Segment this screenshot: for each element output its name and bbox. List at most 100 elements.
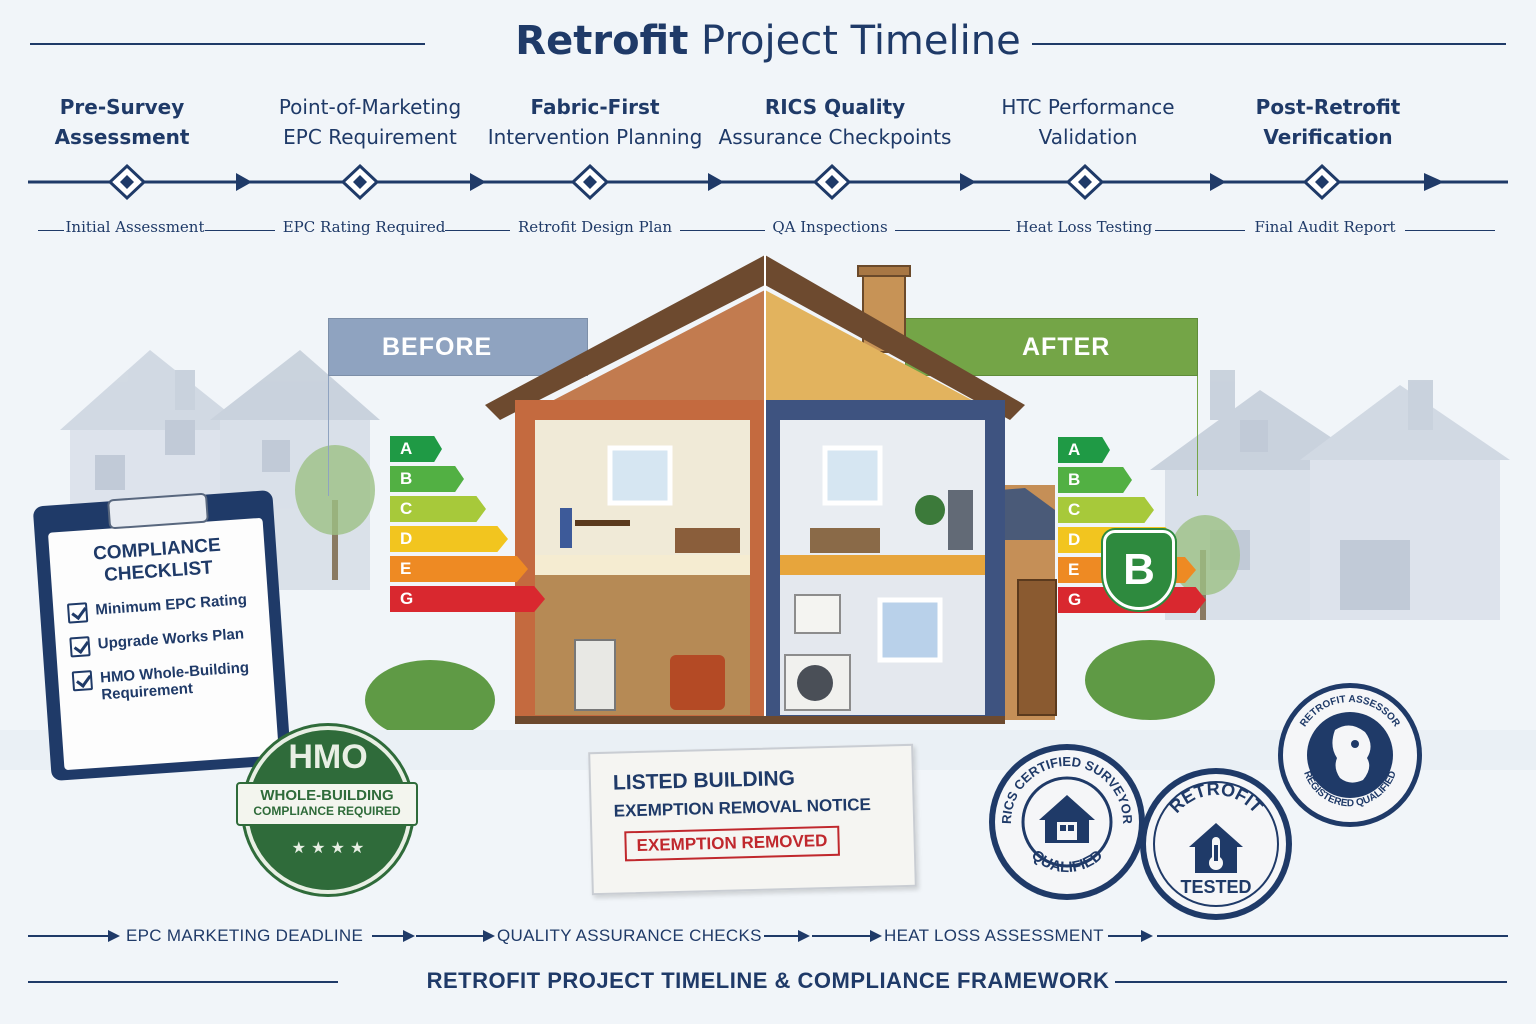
sub-divider — [895, 230, 1010, 231]
after-label: AFTER — [1022, 333, 1111, 361]
sub-divider — [445, 230, 510, 231]
lion-emblem-icon — [1332, 725, 1371, 783]
hmo-seal-stars: ★ ★ ★ ★ — [291, 838, 365, 857]
timeline-arrow-1 — [236, 173, 252, 191]
hmo-seal-banner: WHOLE-BUILDING COMPLIANCE REQUIRED — [236, 782, 418, 826]
bottom-flow-line — [28, 930, 1508, 942]
house-cutaway — [485, 255, 1057, 724]
step-5-line2: Validation — [1038, 125, 1138, 149]
flow-arrow — [798, 930, 810, 942]
timeline-step-5: HTC Performance Validation — [963, 92, 1213, 152]
sub-divider — [1405, 230, 1495, 231]
checklist-item: Upgrade Works Plan — [69, 624, 259, 658]
flow-label-1: EPC MARKETING DEADLINE — [126, 926, 364, 945]
step-5-sub: Heat Loss Testing — [1015, 218, 1153, 236]
sub-divider — [205, 230, 275, 231]
window-after-lower — [877, 597, 943, 663]
checklist-paper: COMPLIANCE CHECKLIST Minimum EPC Rating … — [47, 517, 280, 771]
rics-seal: RICS CERTIFIED SURVEYOR QUALIFIED — [989, 744, 1145, 900]
footer-rule-right — [1115, 981, 1507, 983]
step-1-sub: Initial Assessment — [65, 218, 205, 236]
timeline-node-6 — [1302, 163, 1342, 201]
epc-band-e: E — [390, 556, 528, 582]
step-6-sub: Final Audit Report — [1254, 218, 1396, 236]
timeline-step-3: Fabric-First Intervention Planning — [470, 92, 720, 152]
step-2-sub: EPC Rating Required — [282, 218, 446, 236]
timeline-arrow-3 — [708, 173, 724, 191]
epc-band-c: C — [390, 496, 486, 522]
sub-divider — [680, 230, 765, 231]
panel-frame-left — [328, 376, 329, 496]
background-house-right — [1150, 370, 1510, 620]
window-before-upper — [607, 445, 673, 506]
timeline-step-2: Point-of-Marketing EPC Requirement — [245, 92, 495, 152]
flow-arrow — [108, 930, 120, 942]
assessor-seal: RETROFIT ASSESSOR REGISTERED QUALIFIED — [1278, 683, 1422, 827]
timeline-arrow-4 — [960, 173, 976, 191]
epc-band-d: D — [390, 526, 508, 552]
title-bold: Retrofit — [515, 18, 689, 64]
hmo-seal-line1: WHOLE-BUILDING — [260, 787, 394, 804]
exemption-removed-stamp: EXEMPTION REMOVED — [624, 825, 840, 862]
notice-line2: EXEMPTION REMOVAL NOTICE — [613, 794, 872, 821]
plant-after — [915, 495, 945, 525]
timeline-track — [28, 163, 1508, 201]
timeline-node-5 — [1065, 163, 1105, 201]
step-1-line1: Pre-Survey — [59, 95, 185, 119]
epc-band-g: G — [390, 586, 545, 612]
checkbox-checked-icon — [69, 636, 91, 658]
title-rule-left — [30, 43, 425, 45]
before-panel — [328, 318, 588, 376]
checkbox-checked-icon — [66, 602, 89, 624]
window-after-upper — [822, 445, 883, 506]
step-3-sub: Retrofit Design Plan — [517, 218, 673, 236]
step-6-line2: Verification — [1263, 125, 1393, 149]
step-3-line2: Intervention Planning — [487, 125, 703, 149]
hmo-seal-line2: COMPLIANCE REQUIRED — [253, 804, 401, 818]
bush-right — [1085, 640, 1215, 720]
armchair-before — [670, 655, 725, 710]
notice-line1: LISTED BUILDING — [612, 766, 796, 795]
timeline-step-6: Post-Retrofit Verification — [1203, 92, 1453, 152]
checklist-item: Minimum EPC Rating — [66, 590, 257, 624]
sofa-before-upper — [675, 528, 740, 553]
listed-building-notice: LISTED BUILDING EXEMPTION REMOVAL NOTICE… — [588, 743, 917, 896]
boiler-before — [574, 639, 616, 711]
timeline-arrow-5 — [1210, 173, 1226, 191]
title-rule-right — [1032, 43, 1506, 45]
timeline-arrow-6 — [1424, 173, 1444, 191]
panel-frame-right — [1197, 376, 1198, 496]
epc-rating-badge: B — [1103, 530, 1175, 610]
retrofit-tested-seal: RETROFIT TESTED — [1140, 768, 1292, 920]
step-2-line2: EPC Requirement — [283, 125, 457, 149]
step-6-line1: Post-Retrofit — [1255, 95, 1401, 119]
flow-arrow — [483, 930, 495, 942]
timeline-arrow-2 — [470, 173, 486, 191]
page-title: Retrofit Project Timeline — [0, 18, 1536, 64]
step-2-line1: Point-of-Marketing — [278, 95, 462, 119]
sub-divider — [1155, 230, 1245, 231]
retrofit-seal-bottom-text: TESTED — [1180, 877, 1251, 897]
timeline-node-1 — [107, 163, 147, 201]
step-3-line1: Fabric-First — [530, 95, 660, 119]
step-1-line2: Assessment — [54, 125, 190, 149]
timeline-node-2 — [340, 163, 380, 201]
flow-arrow — [403, 930, 415, 942]
chair-before — [560, 508, 572, 548]
before-label: BEFORE — [382, 333, 493, 361]
checkbox-checked-icon — [71, 670, 94, 692]
sofa-after — [810, 528, 880, 553]
footer-rule-left — [28, 981, 338, 983]
hmo-seal-title: HMO — [288, 738, 368, 776]
house-icon — [1039, 795, 1095, 843]
epc-band-b: B — [390, 466, 464, 492]
epc-band-a: A — [1058, 437, 1110, 463]
title-rest: Project Timeline — [688, 18, 1021, 64]
checklist-item: HMO Whole-Building Requirement — [71, 658, 263, 705]
epc-band-c: C — [1058, 497, 1154, 523]
epc-band-b: B — [1058, 467, 1132, 493]
sub-divider — [38, 230, 64, 231]
flow-arrow — [1141, 930, 1153, 942]
timeline-node-3 — [570, 163, 610, 201]
desk-before — [575, 520, 630, 526]
